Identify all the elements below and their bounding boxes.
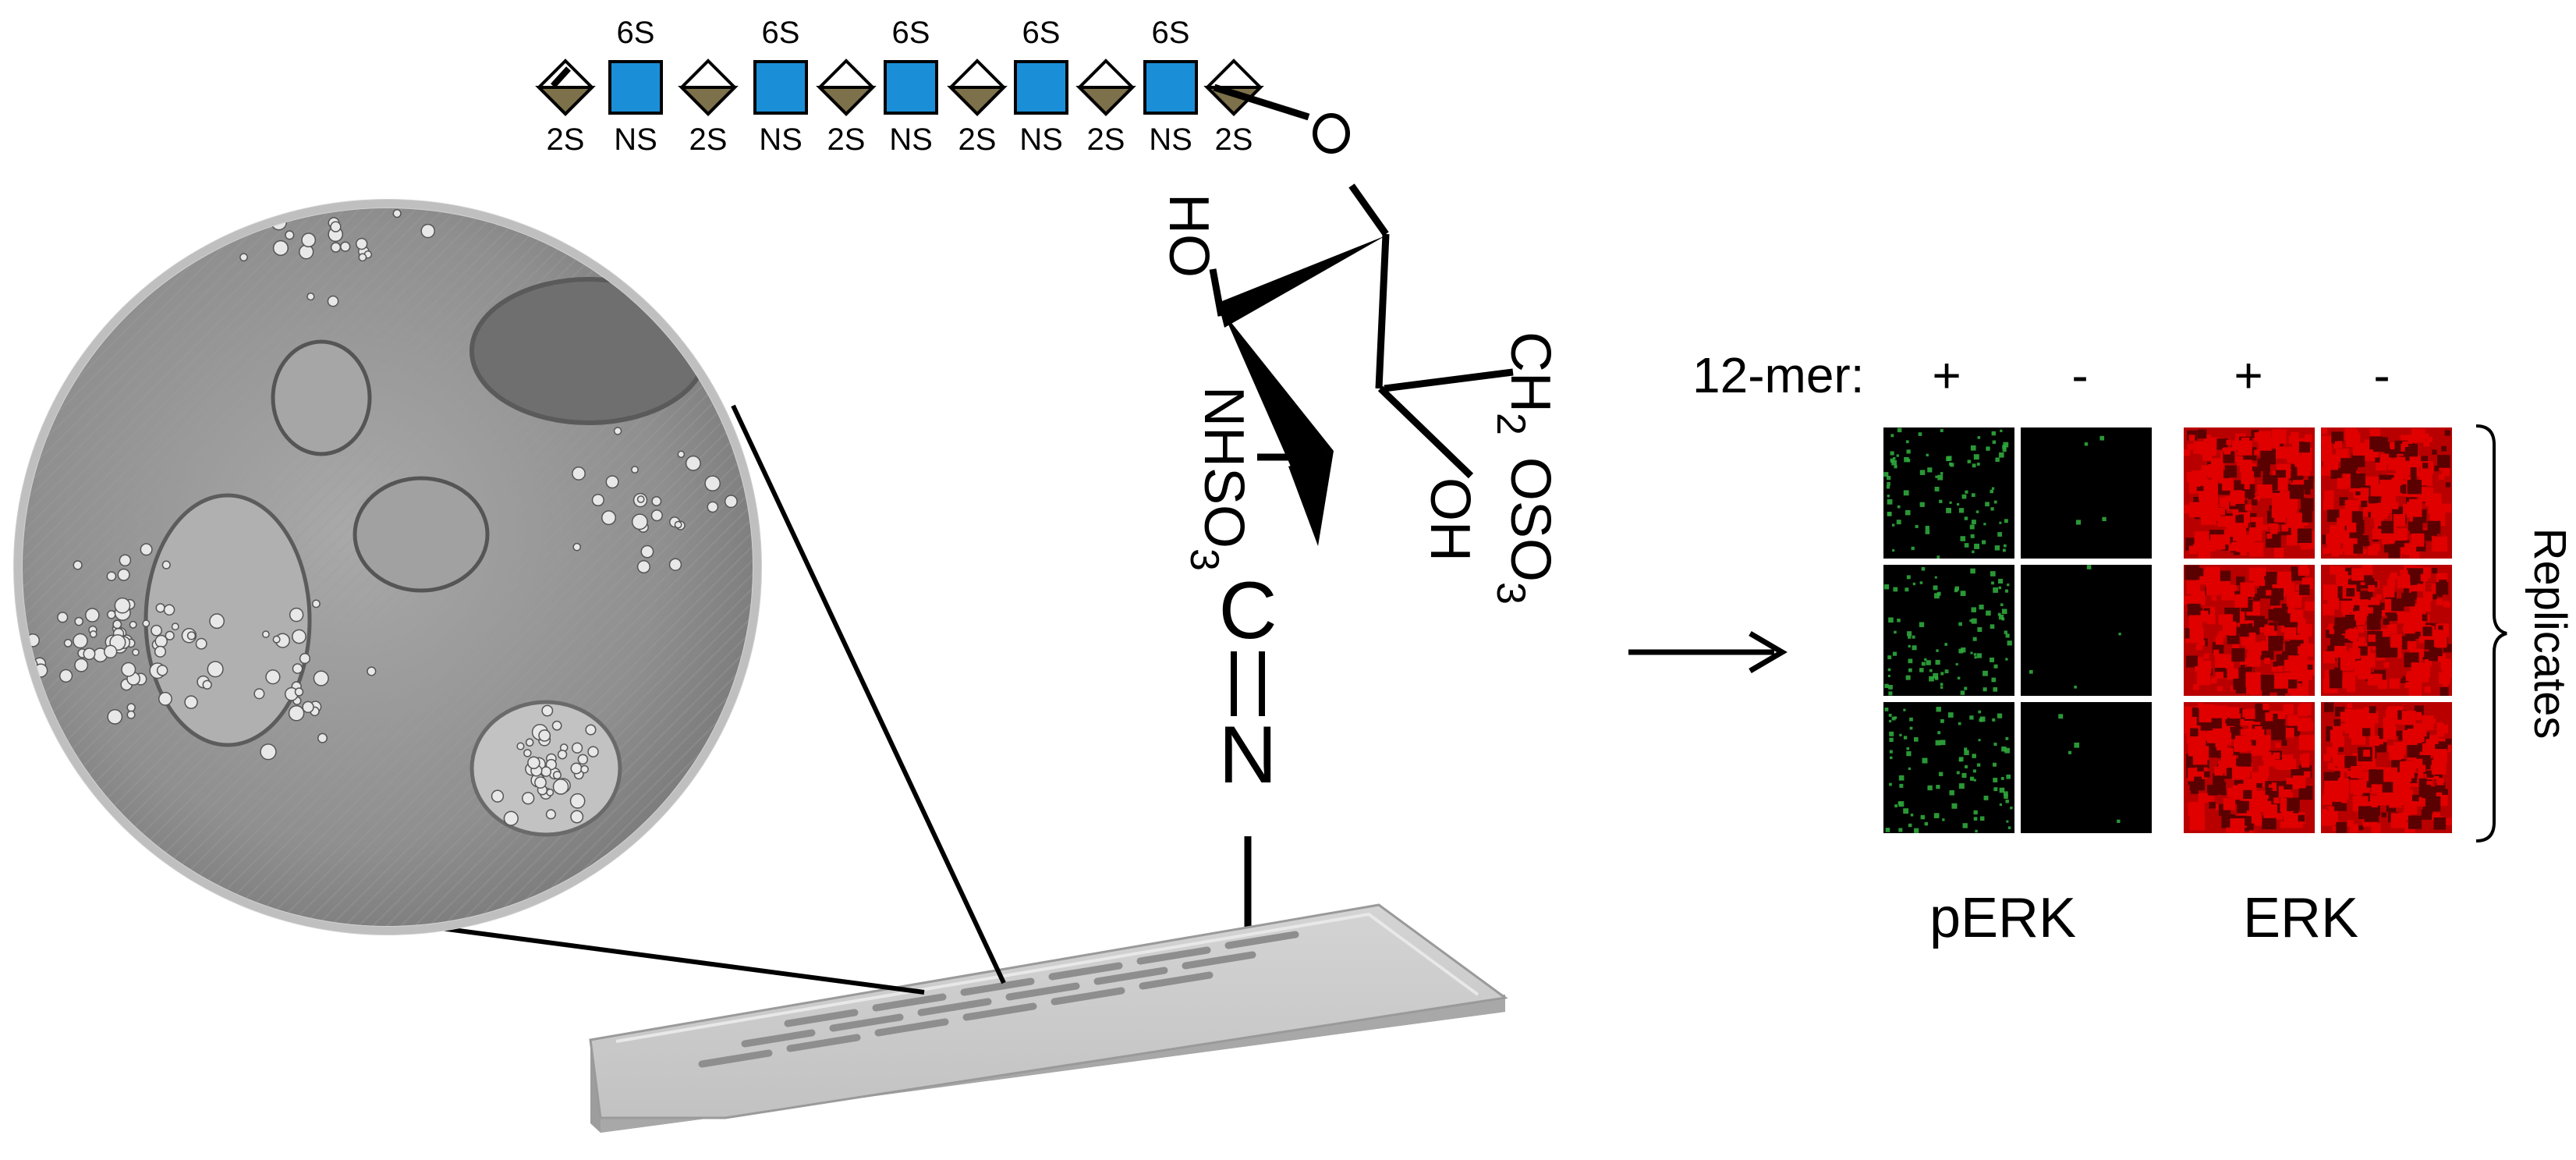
array-spot [1136,946,1211,965]
cell-body [469,277,708,425]
array-spot [1093,967,1168,985]
carbon-label: C [1218,566,1277,656]
cell-body [144,493,312,747]
sulfation-label: 2S [547,122,585,157]
sulfation-label: 2S [1087,122,1125,157]
nhso3-label: NHSO3 [1182,386,1255,571]
bond-o-to-c1 [1348,183,1389,236]
sulfation-label: NS [889,122,933,157]
oh-label: OH [1419,477,1481,562]
ch2-oso3-label: CH2OSO3 [1488,332,1561,605]
glcns-residue-icon [608,60,663,115]
array-spot [1224,931,1299,949]
array-spot [962,1002,1037,1021]
sulfation-label: NS [1149,122,1192,157]
immunostaining-results: 12-mer: + - + - pERK ERK Replicates [1692,347,2575,949]
array-spot [917,998,992,1016]
result-arrow [1628,630,1788,674]
array-spot [1051,987,1125,1006]
array-spot [741,1029,816,1048]
idura-residue-icon [678,59,739,116]
replicates-label: Replicates [2525,528,2575,740]
array-spot [1048,962,1123,981]
wedge-bond-c2-c3 [1223,312,1334,466]
stain-image-cell [2021,565,2152,696]
sulfation-label: 2S [1215,122,1253,157]
erk-panel-label: ERK [2243,887,2358,949]
heparan-sulfate-12mer-glycan: 2S 6S NS 2S 6S NS 2S 6S NS 2S 6S NS 2S 6S NS 2S [535,16,1264,157]
sulfation-label: 6S [1152,16,1190,50]
idura-residue-icon [1075,59,1136,116]
stain-image-grids [1883,427,2452,833]
cell-body [353,476,490,593]
idura-residue-icon [535,59,596,116]
linkage-oxygen-ring [1313,113,1350,154]
bond-c1-c5 [1375,233,1390,389]
idura-residue-icon [816,59,877,116]
stain-image-cell [1883,565,2014,696]
cell-body [271,339,372,456]
sulfation-label: NS [1019,122,1063,157]
array-spot [1182,951,1256,970]
glcns-residue-icon [884,60,938,115]
sulfation-label: 6S [892,16,930,50]
cell-microscopy-image [13,199,762,935]
stain-image-cell [1883,702,2014,833]
glucosamine-structure: HO NHSO3 CH2OSO3 OH C N [1157,183,1561,944]
array-spot [829,1013,904,1032]
sulfation-label: NS [759,122,803,157]
glcns-residue-icon [753,60,808,115]
ho-label: HO [1157,193,1220,278]
sulfation-label: 2S [827,122,866,157]
sulfation-label: NS [614,122,657,157]
array-spot [960,977,1035,996]
condition-label-1: + [1932,347,1961,403]
replicates-bracket [2475,424,2507,843]
stain-image-cell [2021,427,2152,559]
array-spot [874,1018,949,1037]
sulfation-label: 6S [617,16,655,50]
glcns-residue-icon [1014,60,1068,115]
condition-label-3: + [2234,347,2262,403]
array-spot [1139,971,1214,990]
array-spots [698,931,1299,1068]
sulfation-label: 2S [689,122,728,157]
wedge-bond-c3-c4 [1288,451,1334,546]
nitrogen-label: N [1218,710,1277,800]
wedge-bond-c1-c2 [1218,236,1386,328]
bond-c2-ho [1209,268,1225,317]
stain-image-cell [2021,702,2152,833]
slide-step [615,912,1479,1043]
stain-image-cell [1883,427,2014,559]
perk-panel-label: pERK [1929,887,2076,949]
idura-residue-icon [947,59,1008,116]
treatment-header-label: 12-mer: [1692,347,1865,403]
sulfation-label: 6S [1022,16,1061,50]
glycan-microarray-slide [589,903,1508,1133]
magnification-lines [381,404,1006,995]
slide-top [589,903,1508,1119]
array-spot [784,1009,859,1027]
glcns-residue-icon [1143,60,1198,115]
array-spot [786,1034,861,1052]
cell-vesicles [23,208,738,826]
array-spot [698,1049,773,1068]
array-spot [872,993,947,1012]
condition-label-2: - [2071,347,2088,403]
sulfation-label: 2S [958,122,997,157]
bond-c5-oh [1377,385,1474,479]
condition-label-4: - [2373,347,2390,403]
bond-c5-ch2 [1384,368,1514,392]
linker-bond [1213,83,1310,121]
array-spot [1005,982,1080,1001]
sulfation-label: 6S [762,16,800,50]
